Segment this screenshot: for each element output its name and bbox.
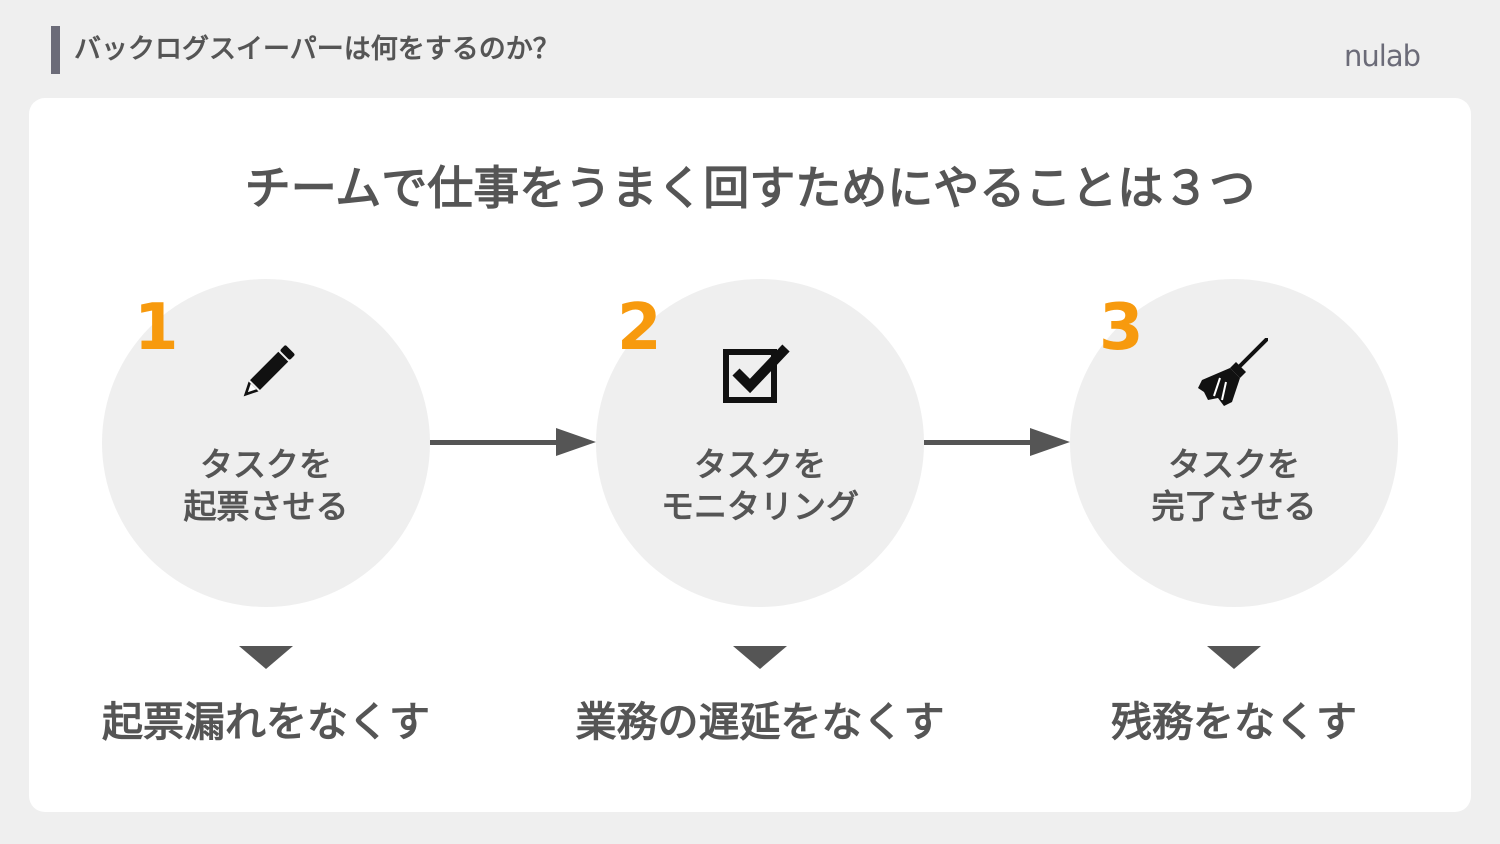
arrow-right-icon [430, 428, 596, 456]
page-title: バックログスイーパーは何をするのか？ [74, 34, 560, 65]
step-2-result: 業務の遅延をなくす [575, 698, 945, 746]
step-1-circle [102, 279, 430, 607]
step-3-down-arrow-icon [1207, 646, 1261, 669]
step-1-result: 起票漏れをなくす [102, 698, 430, 746]
slide-headline: チームで仕事をうまく回すためにやることは３つ [244, 161, 1256, 215]
header-accent-bar [51, 26, 60, 74]
step-1-down-arrow-icon [239, 646, 293, 669]
checkbox-icon [723, 344, 790, 403]
step-2-label: タスクを モニタリング [661, 445, 859, 526]
broom-icon [1198, 338, 1268, 406]
step-3-circle [1070, 279, 1398, 607]
step-1-number: 1 [134, 291, 179, 365]
step-2-number: 2 [617, 291, 662, 365]
step-3-number: 3 [1099, 291, 1144, 365]
step-3-label: タスクを 完了させる [1151, 445, 1317, 526]
step-1-label: タスクを 起票させる [183, 445, 349, 526]
nulab-logo: nulab [1344, 39, 1421, 73]
step-2-down-arrow-icon [733, 646, 787, 669]
step-2-circle [596, 279, 924, 607]
step-3-result: 残務をなくす [1111, 698, 1357, 746]
arrow-right-icon [924, 428, 1070, 456]
pencil-icon [243, 345, 295, 397]
